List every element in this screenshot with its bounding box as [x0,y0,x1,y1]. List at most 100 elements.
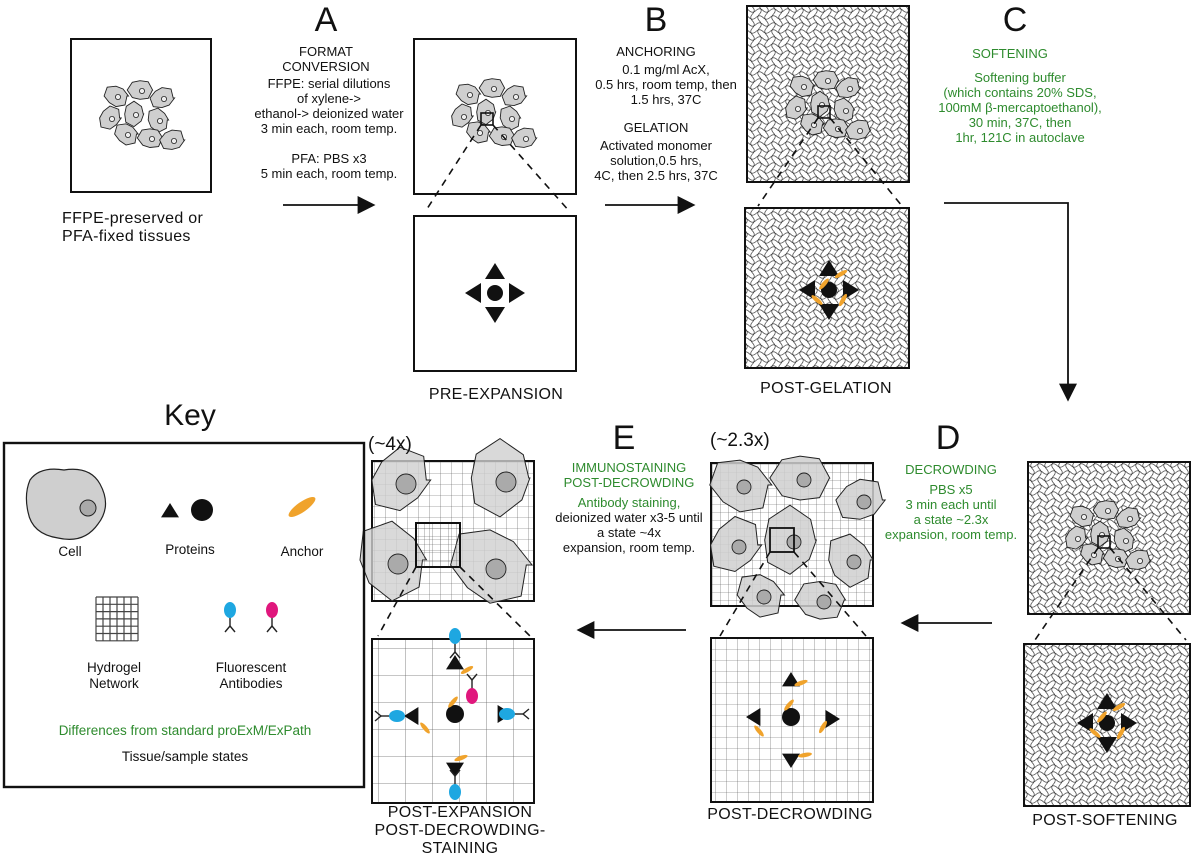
soft-protein-tri [1077,713,1093,733]
pre-protein-circle [487,285,503,301]
step-e-text-green: Antibody staining, [577,495,681,510]
decrowd-nucleus [731,539,747,555]
key-differences-label: Differences from standard proExM/ExPath [58,723,312,738]
key-states-label: Tissue/sample states [121,749,249,764]
gel-protein-tri [799,280,815,300]
key-cell-label: Cell [58,544,82,559]
state-post-expansion: POST-EXPANSION POST-DECROWDING-STAINING [374,804,546,857]
step-c-title: SOFTENING [972,46,1048,61]
gel-anchor [811,295,823,305]
gel-anchor [834,270,848,278]
pre-protein-tri [465,283,481,303]
step-b-anchoring-text: 0.1 mg/ml AcX, 0.5 hrs, room temp, then … [595,62,737,107]
arrow-c [944,202,1077,402]
soft-anchor [1097,711,1107,723]
soft-protein-tri [1097,737,1117,753]
step-b-gelation-text: Activated monomer solution,0.5 hrs, 4C, … [594,138,718,183]
state-post-gelation: POST-GELATION [760,380,892,397]
pre-expansion-zoom-box [413,215,577,372]
expand-protein-circle [446,705,464,723]
decrowd-zoom-line-left [719,551,771,637]
pre-expansion-tissue-box [413,38,577,195]
start-nucleus [156,118,163,125]
decrowd-nucleus [856,494,872,510]
gel-zoom-line-left [757,117,819,207]
expand-anchor [454,754,468,762]
pre-protein-tri [485,263,505,279]
soft-nucleus [1091,552,1098,559]
decrowd-anchor [794,679,808,687]
expand-nucleus [395,473,417,495]
pre-zoom-line-right [492,124,571,213]
start-nucleus [148,135,155,142]
step-d-text: PBS x5 3 min each until a state ~2.3x ex… [884,482,1018,542]
step-letter-e: E [612,419,636,457]
key-anchor-icon [288,496,316,518]
step-b-anchoring-title: ANCHORING [616,44,696,59]
start-tissue-label: FFPE-preserved or PFA-fixed tissues [62,210,204,245]
state-pre-expansion: PRE-EXPANSION [428,386,564,403]
step-a-text: FFPE: serial dilutions of xylene-> ethan… [254,76,404,181]
key-proteins-label: Proteins [165,542,215,557]
expand-protein-tri [446,762,464,777]
expand-protein-tri [446,655,464,670]
factor-decrowding: (~2.3x) [710,430,770,451]
soft-nucleus [1123,538,1130,545]
gel-anchor [839,293,847,307]
expand-nucleus [495,471,517,493]
gel-zoom-line-right [829,117,903,207]
factor-expansion: (~4x) [368,434,412,455]
gel-zoom-square [817,105,831,119]
decrowd-zoom-line-right [793,551,867,637]
key-box [2,441,366,789]
step-letter-c: C [1002,1,1028,39]
key-antibody-blue-icon [224,602,236,633]
post-gelation-tissue-box [746,5,910,183]
post-softening-tissue-box [1027,461,1191,615]
soft-nucleus [1137,558,1144,565]
expand-protein-tri [404,707,419,725]
soft-protein-tri [1097,693,1117,709]
start-nucleus [109,116,116,123]
start-nucleus [138,88,145,95]
state-post-softening: POST-SOFTENING [1032,812,1178,829]
gel-nucleus [857,127,864,134]
soft-anchor [1117,726,1125,740]
step-letter-a: A [314,1,338,39]
key-hydrogel-icon [95,596,139,642]
key-antibody-magenta-icon [266,602,278,633]
decrowd-protein-circle [782,708,800,726]
pre-zoom-line-left [424,124,482,213]
start-nucleus [170,137,177,144]
start-tissue-box [70,38,212,193]
expand-anchor [420,722,430,734]
protocol-diagram [2,5,1191,807]
pre-zoom-square [480,112,494,126]
decrowd-nucleus [796,472,812,488]
start-nucleus [132,112,139,119]
decrowd-anchor [754,725,764,737]
start-nucleus [160,96,167,103]
gel-anchor [819,278,829,290]
decrowd-protein-tri [746,708,761,726]
decrowd-protein-tri [782,753,800,768]
soft-nucleus [1127,516,1134,523]
key-title: Key [164,399,216,432]
start-nucleus [115,94,122,101]
pre-nucleus [513,94,520,101]
gel-protein-tri [819,260,839,276]
soft-nucleus [1081,514,1088,521]
pre-nucleus [508,116,515,123]
pre-nucleus [523,135,530,142]
expand-antibody-blue [449,769,461,800]
soft-zoom-square [1097,535,1111,549]
key-antibodies-label: Fluorescent Antibodies [215,660,287,691]
gel-protein-tri [819,304,839,320]
expand-zoom-square [415,522,461,568]
soft-zoom-line-right [1109,547,1187,641]
step-e-text: deionized water x3-5 until a state ~4x e… [555,510,703,555]
key-hydrogel-label: Hydrogel Network [86,660,142,691]
decrowd-anchor [798,752,812,758]
pre-protein-tri [485,307,505,323]
step-e-title: IMMUNOSTAINING POST-DECROWDING [563,460,695,490]
